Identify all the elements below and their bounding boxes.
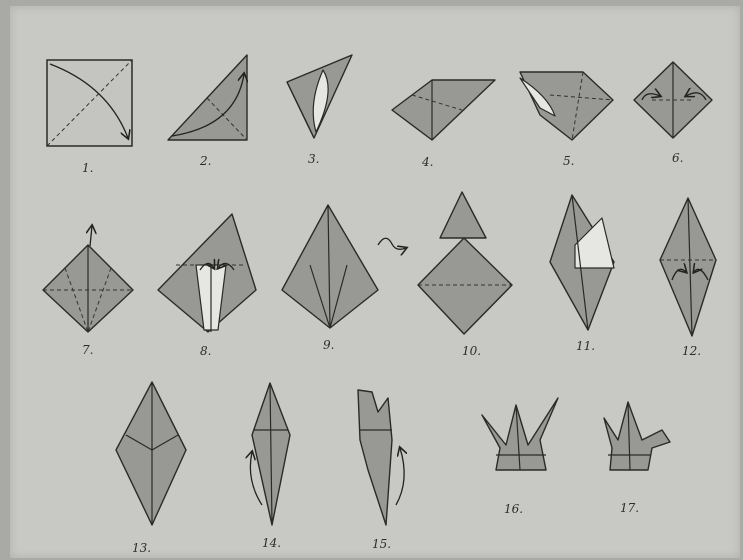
step-16-diagram — [482, 398, 558, 470]
step-17-diagram — [604, 402, 670, 470]
step-16-label: 16. — [504, 502, 523, 516]
step-5-label: 5. — [563, 154, 574, 168]
step-3-diagram — [287, 55, 352, 138]
flip-over-icon — [378, 238, 406, 249]
step-8-diagram — [158, 214, 256, 332]
step-7-label: 7. — [82, 343, 93, 357]
step-5-diagram — [520, 72, 613, 140]
step-17-label: 17. — [620, 501, 639, 515]
step-15-label: 15. — [372, 537, 391, 551]
step-1-diagram — [47, 60, 132, 146]
step-11-diagram — [550, 195, 614, 330]
step-6-diagram — [634, 62, 712, 138]
step-10-diagram — [418, 192, 512, 334]
step-9-label: 9. — [323, 338, 334, 352]
step-7-diagram — [43, 226, 133, 332]
step-12-diagram — [660, 198, 716, 336]
step-9-diagram — [282, 205, 378, 328]
step-4-diagram — [392, 80, 495, 140]
step-8-label: 8. — [200, 344, 211, 358]
step-11-label: 11. — [576, 339, 595, 353]
step-4-label: 4. — [421, 155, 433, 169]
step-13-diagram — [116, 382, 186, 525]
step-14-label: 14. — [262, 536, 281, 550]
step-1-label: 1. — [82, 161, 93, 175]
step-13-label: 13. — [132, 541, 151, 555]
step-3-label: 3. — [308, 152, 319, 166]
step-12-label: 12. — [682, 344, 701, 358]
step-2-diagram — [168, 55, 247, 140]
step-2-label: 2. — [199, 154, 211, 168]
step-15-diagram — [358, 390, 404, 525]
step-6-label: 6. — [672, 151, 683, 165]
step-14-diagram — [250, 383, 290, 525]
step-10-label: 10. — [462, 344, 481, 358]
